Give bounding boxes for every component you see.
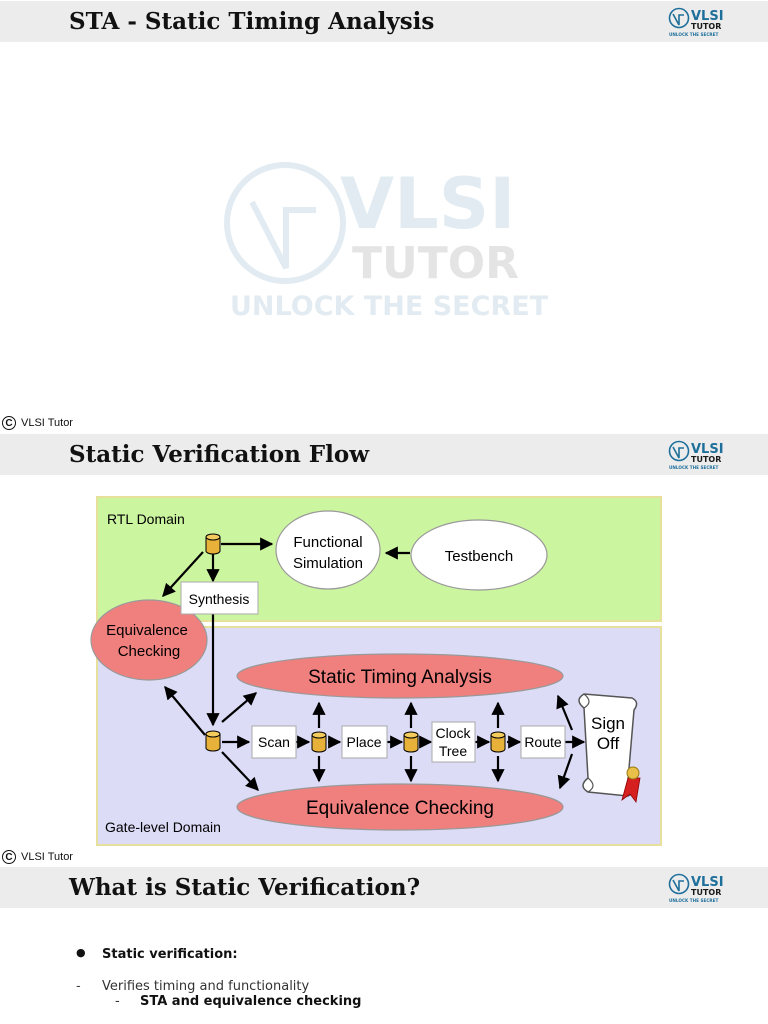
logo-line1: VLSI <box>691 442 724 457</box>
logo-tagline: UNLOCK THE SECRET <box>669 465 718 470</box>
testbench-node <box>410 519 548 591</box>
bullet-item-verifies: Verifies timing and functionality <box>102 979 310 994</box>
copyright-text: VLSI Tutor <box>21 417 73 429</box>
slide-title: Static Verification Flow <box>69 441 369 468</box>
static-timing-analysis-label: Static Timing Analysis <box>308 667 492 688</box>
slide-title: STA - Static Timing Analysis <box>69 8 435 35</box>
dash-marker: - <box>115 994 120 1009</box>
logo-line2: TUTOR <box>691 455 721 464</box>
database-icon <box>490 731 506 753</box>
functional-simulation-line2: Simulation <box>293 555 363 572</box>
rtl-domain-label: RTL Domain <box>107 511 185 527</box>
dash-marker: - <box>76 979 81 994</box>
scan-label: Scan <box>258 734 290 750</box>
equivalence-checking-top-node <box>90 599 208 681</box>
copyright-notice: C VLSI Tutor <box>2 414 73 432</box>
watermark-logo: VLSI TUTOR UNLOCK THE SECRET <box>224 162 549 322</box>
database-icon <box>205 730 221 752</box>
vlsi-tutor-logo: VLSI TUTOR UNLOCK THE SECRET <box>668 7 724 37</box>
database-icon <box>205 533 221 555</box>
slide-header-1: STA - Static Timing Analysis VLSI TUTOR … <box>0 1 768 42</box>
static-verification-flow-diagram: RTL Domain Gate-level Domain Functional <box>90 496 662 846</box>
testbench-label: Testbench <box>445 548 513 565</box>
place-label: Place <box>346 734 381 750</box>
sign-off-line1: Sign <box>591 714 625 733</box>
equivalence-checking-bottom-node <box>236 783 564 831</box>
bullet-item-sta-equivalence: STA and equivalence checking <box>140 994 362 1009</box>
logo-line1: VLSI <box>691 875 724 890</box>
logo-line1: VLSI <box>691 9 724 24</box>
route-box <box>520 725 566 759</box>
watermark-tagline: UNLOCK THE SECRET <box>230 291 549 322</box>
equivalence-checking-bottom-label: Equivalence Checking <box>306 798 494 819</box>
equivalence-checking-top-line2: Checking <box>118 643 181 660</box>
functional-simulation-line1: Functional <box>293 534 362 551</box>
clock-tree-box <box>431 721 476 763</box>
place-box <box>341 725 388 759</box>
copyright-icon: C <box>2 850 16 864</box>
watermark-line1: VLSI <box>340 163 515 245</box>
copyright-icon: C <box>2 416 16 430</box>
slide-title: What is Static Verification? <box>69 874 421 901</box>
vlsi-tutor-logo: VLSI TUTOR UNLOCK THE SECRET <box>668 873 724 903</box>
gate-level-domain-label: Gate-level Domain <box>105 819 221 835</box>
ribbon-icon <box>621 766 641 803</box>
bullet-item-static-verification: Static verification: <box>102 947 238 962</box>
logo-tagline: UNLOCK THE SECRET <box>669 32 718 37</box>
logo-tagline: UNLOCK THE SECRET <box>669 898 718 903</box>
logo-line2: TUTOR <box>691 888 721 897</box>
synthesis-box <box>180 581 259 615</box>
vlsi-tutor-logo: VLSI TUTOR UNLOCK THE SECRET <box>668 440 724 470</box>
database-icon <box>311 731 327 753</box>
functional-simulation-node <box>275 510 381 590</box>
route-label: Route <box>524 734 562 750</box>
database-icon <box>403 731 419 753</box>
clock-tree-line1: Clock <box>435 725 471 741</box>
scan-box <box>251 725 297 759</box>
synthesis-label: Synthesis <box>189 591 250 607</box>
slide-header-2: Static Verification Flow VLSI TUTOR UNLO… <box>0 434 768 475</box>
sign-off-line2: Off <box>597 734 620 753</box>
bullet-marker: ● <box>76 946 86 959</box>
copyright-notice: C VLSI Tutor <box>2 848 73 866</box>
watermark-line2: TUTOR <box>352 238 519 289</box>
equivalence-checking-top-line1: Equivalence <box>106 622 188 639</box>
clock-tree-line2: Tree <box>439 743 467 759</box>
copyright-text: VLSI Tutor <box>21 851 73 863</box>
static-timing-analysis-node <box>236 653 564 699</box>
logo-line2: TUTOR <box>691 22 721 31</box>
slide-header-3: What is Static Verification? VLSI TUTOR … <box>0 867 768 908</box>
